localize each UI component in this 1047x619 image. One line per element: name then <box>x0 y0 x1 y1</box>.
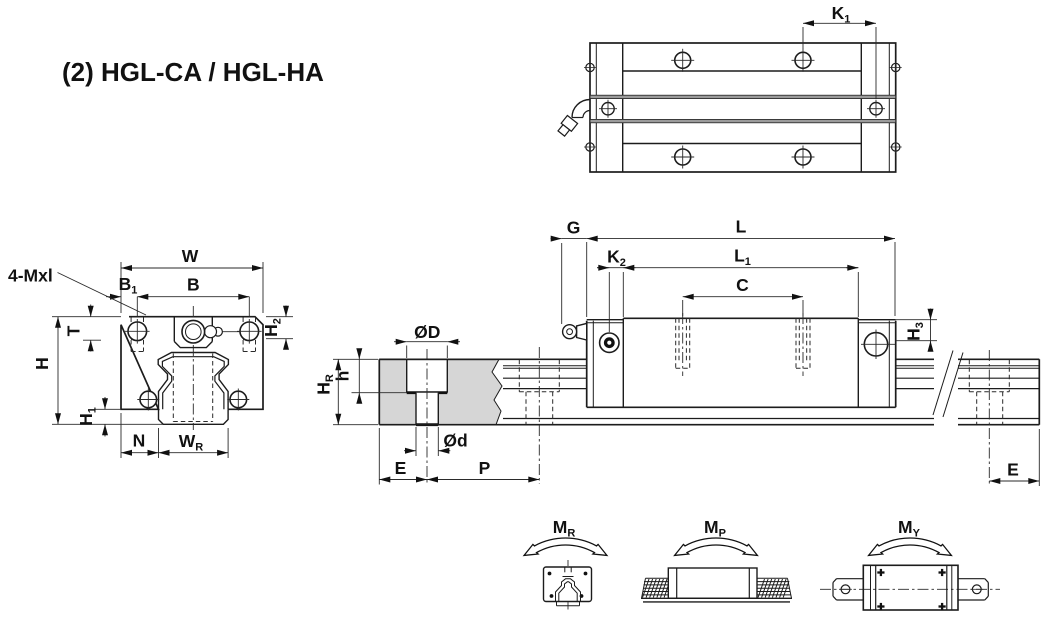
rail-side-view <box>379 350 1041 426</box>
dim-l: L <box>586 217 896 316</box>
label-mr: MR <box>553 517 576 540</box>
screw-spec-note: 4-Mxl <box>8 266 147 316</box>
dim-label-c: C <box>736 275 749 295</box>
dim-e-left: E <box>378 428 427 485</box>
dim-label-dia-big: ØD <box>414 322 440 342</box>
dim-label-e-right: E <box>1007 460 1019 480</box>
moment-mp: MP <box>641 517 792 603</box>
block-side-view <box>585 317 897 409</box>
dim-depth-h: h <box>333 348 407 404</box>
dim-h: H <box>32 316 61 425</box>
dim-b1: B1 <box>106 274 138 300</box>
dim-n: N <box>120 413 229 458</box>
front-view: W B B1 T H H1 H2 N <box>8 246 293 458</box>
block-holes-side-view <box>675 313 811 376</box>
rail-cross-section: ØD h HR Ød E P <box>314 322 540 485</box>
dim-label-w: W <box>182 246 199 266</box>
rail-hole-mid <box>518 347 560 484</box>
moment-diagrams: MR MP <box>523 517 1000 611</box>
dim-wr: WR <box>158 431 229 456</box>
dim-label-l: L <box>736 217 747 237</box>
top-view: K1 <box>557 3 902 173</box>
end-cap-screw-side-view <box>598 332 620 354</box>
dim-c: C <box>682 275 804 316</box>
dim-label-g: G <box>567 218 581 238</box>
dim-label-h3: H3 <box>904 322 927 341</box>
dim-k1: K1 <box>802 3 877 99</box>
label-mp: MP <box>704 517 726 540</box>
end-screws-top-view <box>584 61 902 153</box>
dim-dia-big: ØD <box>394 322 460 358</box>
dim-label-k2: K2 <box>607 247 626 270</box>
grease-nipple-side-view <box>561 322 588 341</box>
dim-hr: HR <box>314 358 378 426</box>
dim-b: B <box>136 275 250 317</box>
right-screw-side-view <box>861 329 895 359</box>
dim-label-hr: HR <box>314 374 337 395</box>
grease-nipple-top-view <box>557 98 591 137</box>
my-block-sketch <box>820 564 1000 611</box>
mp-block-sketch <box>641 567 792 603</box>
dim-t: T <box>52 304 121 352</box>
dim-label-b: B <box>187 275 200 295</box>
dim-label-depth: h <box>333 371 353 382</box>
mounting-holes-top-view <box>671 48 815 169</box>
moment-my: MY <box>820 517 1000 611</box>
page-title: (2) HGL-CA / HGL-HA <box>62 57 324 87</box>
dim-w: W <box>120 246 264 313</box>
dim-h1: H1 <box>76 397 120 437</box>
lower-screw-holes-front-view <box>137 388 250 411</box>
dim-label-dia-small: Ød <box>443 431 467 451</box>
dim-label-p: P <box>479 458 491 478</box>
mr-block-sketch <box>542 560 593 610</box>
dim-label-h2: H2 <box>261 318 284 337</box>
side-view: G L K2 L1 C H3 E <box>379 217 1041 486</box>
dim-label-b1: B1 <box>119 274 138 297</box>
dim-h3: H3 <box>895 308 937 352</box>
dim-label-wr: WR <box>179 431 204 454</box>
dim-h2: H2 <box>261 305 293 350</box>
dim-label-k1: K1 <box>832 3 851 26</box>
label-my: MY <box>898 517 921 540</box>
rail-holes-top-view <box>599 99 885 118</box>
dim-p: P <box>427 458 540 483</box>
rail-hole-right <box>968 350 1010 485</box>
upper-screw-holes-front-view <box>125 317 262 352</box>
dim-label-t: T <box>64 325 84 336</box>
label-4mxl: 4-Mxl <box>8 266 53 286</box>
dim-label-h: H <box>32 357 52 370</box>
dim-label-h1: H1 <box>76 407 99 426</box>
dim-label-l1: L1 <box>734 246 751 269</box>
dim-label-e-left: E <box>395 458 407 478</box>
dim-g: G <box>550 218 588 324</box>
dim-e-right: E <box>989 429 1040 486</box>
dim-label-n: N <box>133 431 146 451</box>
dim-k2-l1: K2 L1 <box>597 246 859 332</box>
grease-nipple-front-view <box>173 316 258 349</box>
moment-mr: MR <box>523 517 608 610</box>
dim-dia-small: Ød <box>404 427 468 456</box>
